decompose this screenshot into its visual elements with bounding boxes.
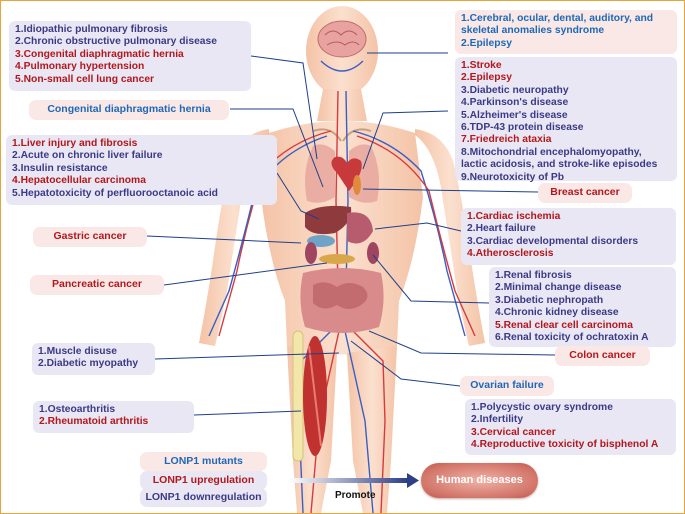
liver-disease-item: 1.Liver injury and fibrosis: [12, 138, 138, 149]
human-diseases-pill: Human diseases: [421, 463, 538, 498]
heart-disease-item: 4.Atherosclerosis: [467, 248, 554, 260]
heart-disease-item: 1.Cardiac ischemia: [467, 211, 561, 222]
breast-cancer-tag: Breast cancer: [538, 183, 632, 203]
leader-lines: [146, 52, 556, 416]
legend-mutants: LONP1 mutants: [140, 452, 267, 471]
brain-disease-item: 2.Epilepsy: [461, 72, 512, 84]
ovarian-failure-tag: Ovarian failure: [460, 376, 554, 396]
ovarian-disease-item: 4.Reproductive toxicity of bisphenol A: [471, 439, 659, 451]
lung-disease-item: 2.Chronic obstructive pulmonary disease: [15, 36, 217, 48]
lung-disease-item: 5.Non-small cell lung cancer: [15, 73, 155, 85]
legend-downregulation: LONP1 downregulation: [140, 488, 267, 507]
diaphragm-hernia-tag: Congenital diaphragmatic hernia: [29, 100, 229, 120]
legend-upregulation: LONP1 upregulation: [140, 471, 267, 490]
lung-disease-box: 1.Idiopathic pulmonary fibrosis 2.Chroni…: [9, 21, 251, 91]
liver-disease-item: 3.Insulin resistance: [12, 162, 108, 174]
kidney-disease-item: 5.Renal clear cell carcinoma: [495, 319, 633, 331]
brain: [317, 20, 367, 58]
ovarian-disease-item: 2.Infertility: [471, 414, 524, 426]
liver-disease-box: 1.Liver injury and fibrosis 2.Acute on c…: [6, 135, 277, 205]
brain-disease-item: 1.Stroke: [461, 60, 502, 71]
pancreatic-cancer-tag: Pancreatic cancer: [30, 275, 164, 295]
brain-disease-item: 9.Neurotoxicity of Pb: [461, 171, 564, 183]
brain-disease-item: 7.Friedreich ataxia: [461, 134, 552, 146]
kidney-disease-item: 2.Minimal change disease: [495, 282, 622, 294]
gastric-cancer-tag: Gastric cancer: [33, 227, 147, 247]
brain-disease-box: 1.Stroke 2.Epilepsy 3.Diabetic neuropath…: [455, 57, 677, 183]
ovarian-disease-box: 1.Polycystic ovary syndrome 2.Infertilit…: [465, 399, 676, 455]
muscle-disease-box: 1.Muscle disuse 2.Diabetic myopathy: [32, 343, 155, 375]
lung-disease-item: 1.Idiopathic pulmonary fibrosis: [15, 24, 168, 35]
liver-disease-item: 4.Hepatocellular carcinoma: [12, 175, 146, 187]
promote-arrow: [289, 473, 419, 488]
brain-disease-item: 6.TDP-43 protein disease: [461, 122, 584, 134]
brain-disease-item: lactic acidosis, and stroke-like episode…: [461, 159, 658, 171]
joint-disease-item: 1.Osteoarthritis: [39, 404, 116, 415]
kidney-disease-item: 1.Renal fibrosis: [495, 270, 572, 281]
brain-epilepsy-item: 2.Epilepsy: [461, 37, 512, 49]
joint-disease-box: 1.Osteoarthritis 2.Rheumatoid arthritis: [33, 401, 194, 433]
intestines: [300, 268, 384, 333]
leg-bone-and-muscle: [292, 330, 327, 462]
ovarian-disease-item: 1.Polycystic ovary syndrome: [471, 402, 613, 413]
heart: [331, 156, 362, 195]
ovarian-disease-item: 3.Cervical cancer: [471, 426, 556, 438]
kidney-disease-box: 1.Renal fibrosis 2.Minimal change diseas…: [489, 267, 676, 347]
heart-disease-item: 2.Heart failure: [467, 223, 536, 235]
muscle-disease-item: 1.Muscle disuse: [38, 346, 117, 357]
brain-disease-item: 5.Alzheimer's disease: [461, 109, 568, 121]
joint-disease-item: 2.Rheumatoid arthritis: [39, 416, 149, 428]
lung-disease-item: 3.Congenital diaphragmatic hernia: [15, 48, 184, 60]
lung-disease-item: 4.Pulmonary hypertension: [15, 61, 145, 73]
kidney-disease-item: 3.Diabetic nephropath: [495, 294, 604, 306]
brain-syndrome-box: 1.Cerebral, ocular, dental, auditory, an…: [455, 10, 677, 54]
heart-disease-box: 1.Cardiac ischemia 2.Heart failure 3.Car…: [461, 208, 676, 265]
kidney-disease-item: 4.Chronic kidney disease: [495, 307, 619, 319]
colon-cancer-tag: Colon cancer: [555, 346, 650, 366]
kidney-disease-item: 6.Renal toxicity of ochratoxin A: [495, 332, 649, 344]
liver-disease-item: 2.Acute on chronic liver failure: [12, 150, 163, 162]
brain-disease-item: 8.Mitochondrial encephalomyopathy,: [461, 146, 642, 158]
brain-syndrome-item: 1.Cerebral, ocular, dental, auditory, an…: [461, 13, 654, 37]
heart-disease-item: 3.Cardiac developmental disorders: [467, 235, 639, 247]
promote-label: Promote: [335, 490, 376, 501]
liver-disease-item: 5.Hepatotoxicity of perfluorooctanoic ac…: [12, 187, 218, 199]
muscle-disease-item: 2.Diabetic myopathy: [38, 358, 139, 370]
brain-disease-item: 3.Diabetic neuropathy: [461, 84, 569, 96]
brain-disease-item: 4.Parkinson's disease: [461, 97, 569, 109]
liver-and-stomach: [305, 205, 373, 264]
